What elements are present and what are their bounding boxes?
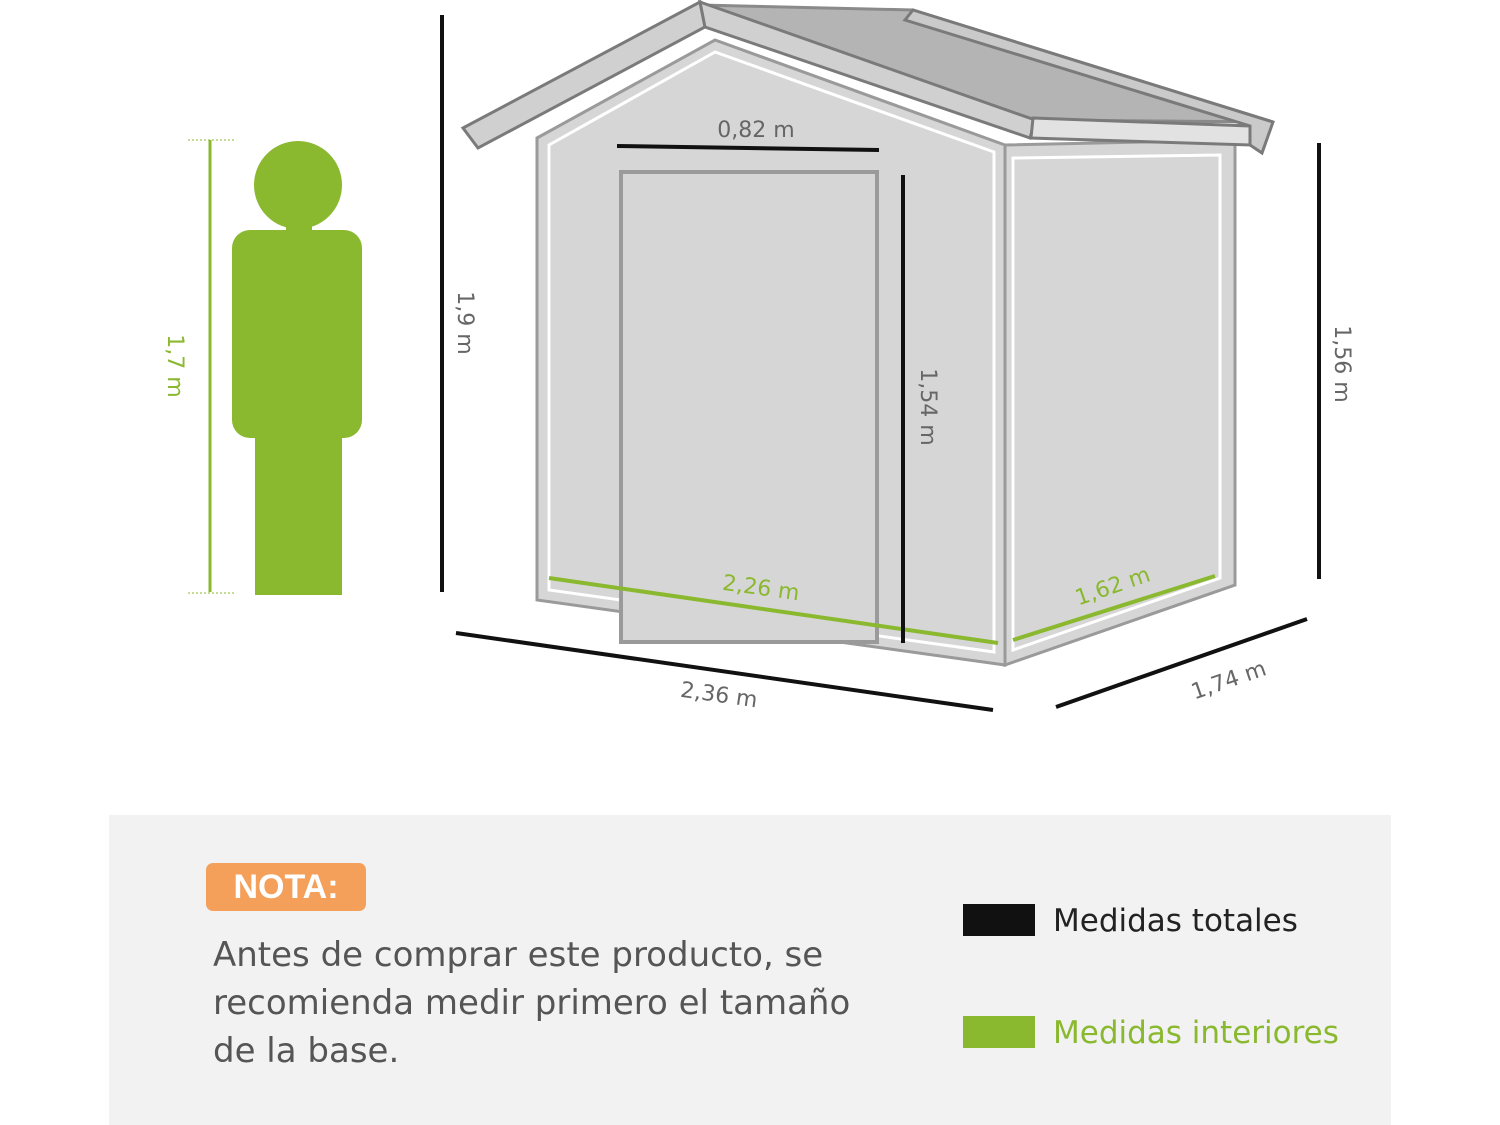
- shed-roof-back-trim: [902, 8, 1275, 156]
- total-height-label: 1,9 m: [452, 291, 477, 354]
- legend-swatch-interior: [963, 1016, 1035, 1048]
- depth-line: [1055, 617, 1308, 709]
- person-silhouette: [232, 141, 362, 595]
- door-height-label: 1,54 m: [915, 368, 940, 445]
- shed-front-inner: [547, 50, 996, 654]
- person-height-line: [188, 139, 236, 594]
- legend-swatch-total: [963, 904, 1035, 936]
- side-height-label: 1,56 m: [1329, 325, 1354, 402]
- note-badge: NOTA:: [206, 863, 366, 911]
- legend-label-interior: Medidas interiores: [1053, 1015, 1339, 1051]
- legend-label-total: Medidas totales: [1053, 903, 1298, 939]
- shed-door: [619, 170, 879, 644]
- note-text: Antes de comprar este producto, se recom…: [213, 935, 851, 1071]
- front-width-line: [455, 631, 994, 712]
- person-height-label: 1,7 m: [162, 334, 187, 397]
- depth-label: 1,74 m: [1188, 656, 1269, 705]
- door-width-line: [616, 144, 880, 152]
- interior-width-line: [548, 576, 999, 645]
- front-width-label: 2,36 m: [679, 678, 759, 714]
- shed-dimension-diagram: 1,7 m 1,9 m 0,82 m 1,54 m 1,56 m 2,36 m …: [162, 0, 1354, 714]
- interior-depth-line: [1012, 574, 1216, 642]
- shed-side-inner: [1011, 153, 1222, 653]
- note-panel: NOTA: Antes de comprar este producto, se…: [109, 815, 1391, 1125]
- door-width-label: 0,82 m: [717, 118, 794, 143]
